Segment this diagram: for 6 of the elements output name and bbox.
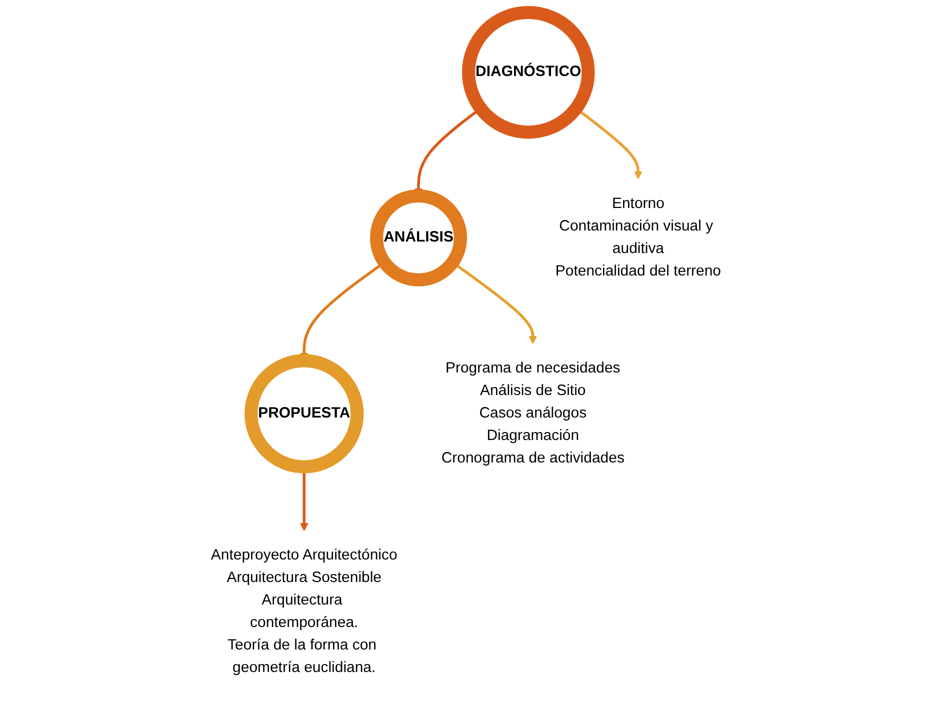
node-text: Programa de necesidades Análisis de Sitio Casos análogos Diagramación Cronograma de actividades [441, 360, 624, 466]
node-text: Entorno Contaminación visual y auditiva Potencialidad del terreno [555, 196, 721, 280]
node-circle: PROPUESTA [244, 354, 364, 474]
node-circle: ANÁLISIS [370, 189, 467, 286]
node-text: Anteproyecto Arquitectónico Arquitectura Sostenible Arquitectura contemporánea. Teoría de la forma con geometría euclidiana. [210, 548, 398, 676]
node-circle: DIAGNÓSTICO [462, 6, 595, 139]
